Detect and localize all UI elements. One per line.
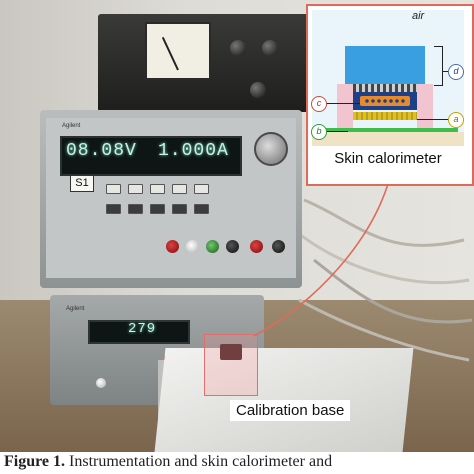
output-terminal-black xyxy=(272,240,285,253)
marker-a: a xyxy=(448,112,464,128)
cables xyxy=(294,198,473,362)
panel-button xyxy=(172,204,187,214)
panel-button xyxy=(172,184,187,194)
output-terminal-green xyxy=(206,240,219,253)
current-readout: 1.000A xyxy=(158,141,229,161)
upper-display xyxy=(60,136,242,176)
panel-button xyxy=(106,184,121,194)
sensor-dots xyxy=(364,98,406,104)
panel-button xyxy=(150,204,165,214)
marker-c: c xyxy=(311,96,327,112)
skin-surface xyxy=(312,132,464,146)
heatsink-fins xyxy=(353,84,417,92)
marker-b: b xyxy=(311,124,327,140)
thermopile-layer xyxy=(353,112,417,120)
adjust-dial xyxy=(254,132,288,166)
leader-line-c xyxy=(326,103,360,104)
meter-button xyxy=(96,378,106,388)
calibration-base-label: Calibration base xyxy=(230,400,351,421)
air-label: air xyxy=(412,10,425,22)
voltage-readout: 08.08V xyxy=(66,141,137,161)
brand-label: Agilent xyxy=(62,123,81,129)
panel-button xyxy=(150,184,165,194)
leader-line-d xyxy=(442,71,448,72)
panel-button xyxy=(194,204,209,214)
base-layer xyxy=(318,128,458,132)
insulation-left xyxy=(337,84,353,128)
skin-calorimeter-label: Skin calorimeter xyxy=(334,150,442,167)
output-terminal-black xyxy=(226,240,239,253)
output-terminal-red xyxy=(250,240,263,253)
output-terminal-white xyxy=(186,240,199,253)
supply-knob xyxy=(262,40,278,56)
output-terminal-red xyxy=(166,240,179,253)
leader-line-b xyxy=(326,131,348,132)
caption-prefix: Figure 1. xyxy=(4,453,66,470)
sensor-device xyxy=(220,344,242,360)
brace-d xyxy=(434,46,443,86)
panel-button xyxy=(128,184,143,194)
lower-readout: 279 xyxy=(128,321,157,337)
analog-meter xyxy=(145,22,211,80)
highlight-box xyxy=(204,334,258,396)
figure-caption: Figure 1. Instrumentation and skin calor… xyxy=(4,453,332,471)
panel-button xyxy=(194,184,209,194)
panel-button xyxy=(128,204,143,214)
lower-display xyxy=(88,320,190,344)
caption-text: Instrumentation and skin calorimeter and xyxy=(65,453,333,470)
insulation-right xyxy=(417,84,433,128)
top-block xyxy=(345,46,425,84)
supply-knob xyxy=(230,40,246,56)
station-tag: S1 xyxy=(70,175,94,192)
leader-line-a xyxy=(417,119,448,120)
panel-button xyxy=(106,204,121,214)
marker-d: d xyxy=(448,64,464,80)
brand-label: Agilent xyxy=(66,306,85,312)
supply-knob xyxy=(250,82,266,98)
